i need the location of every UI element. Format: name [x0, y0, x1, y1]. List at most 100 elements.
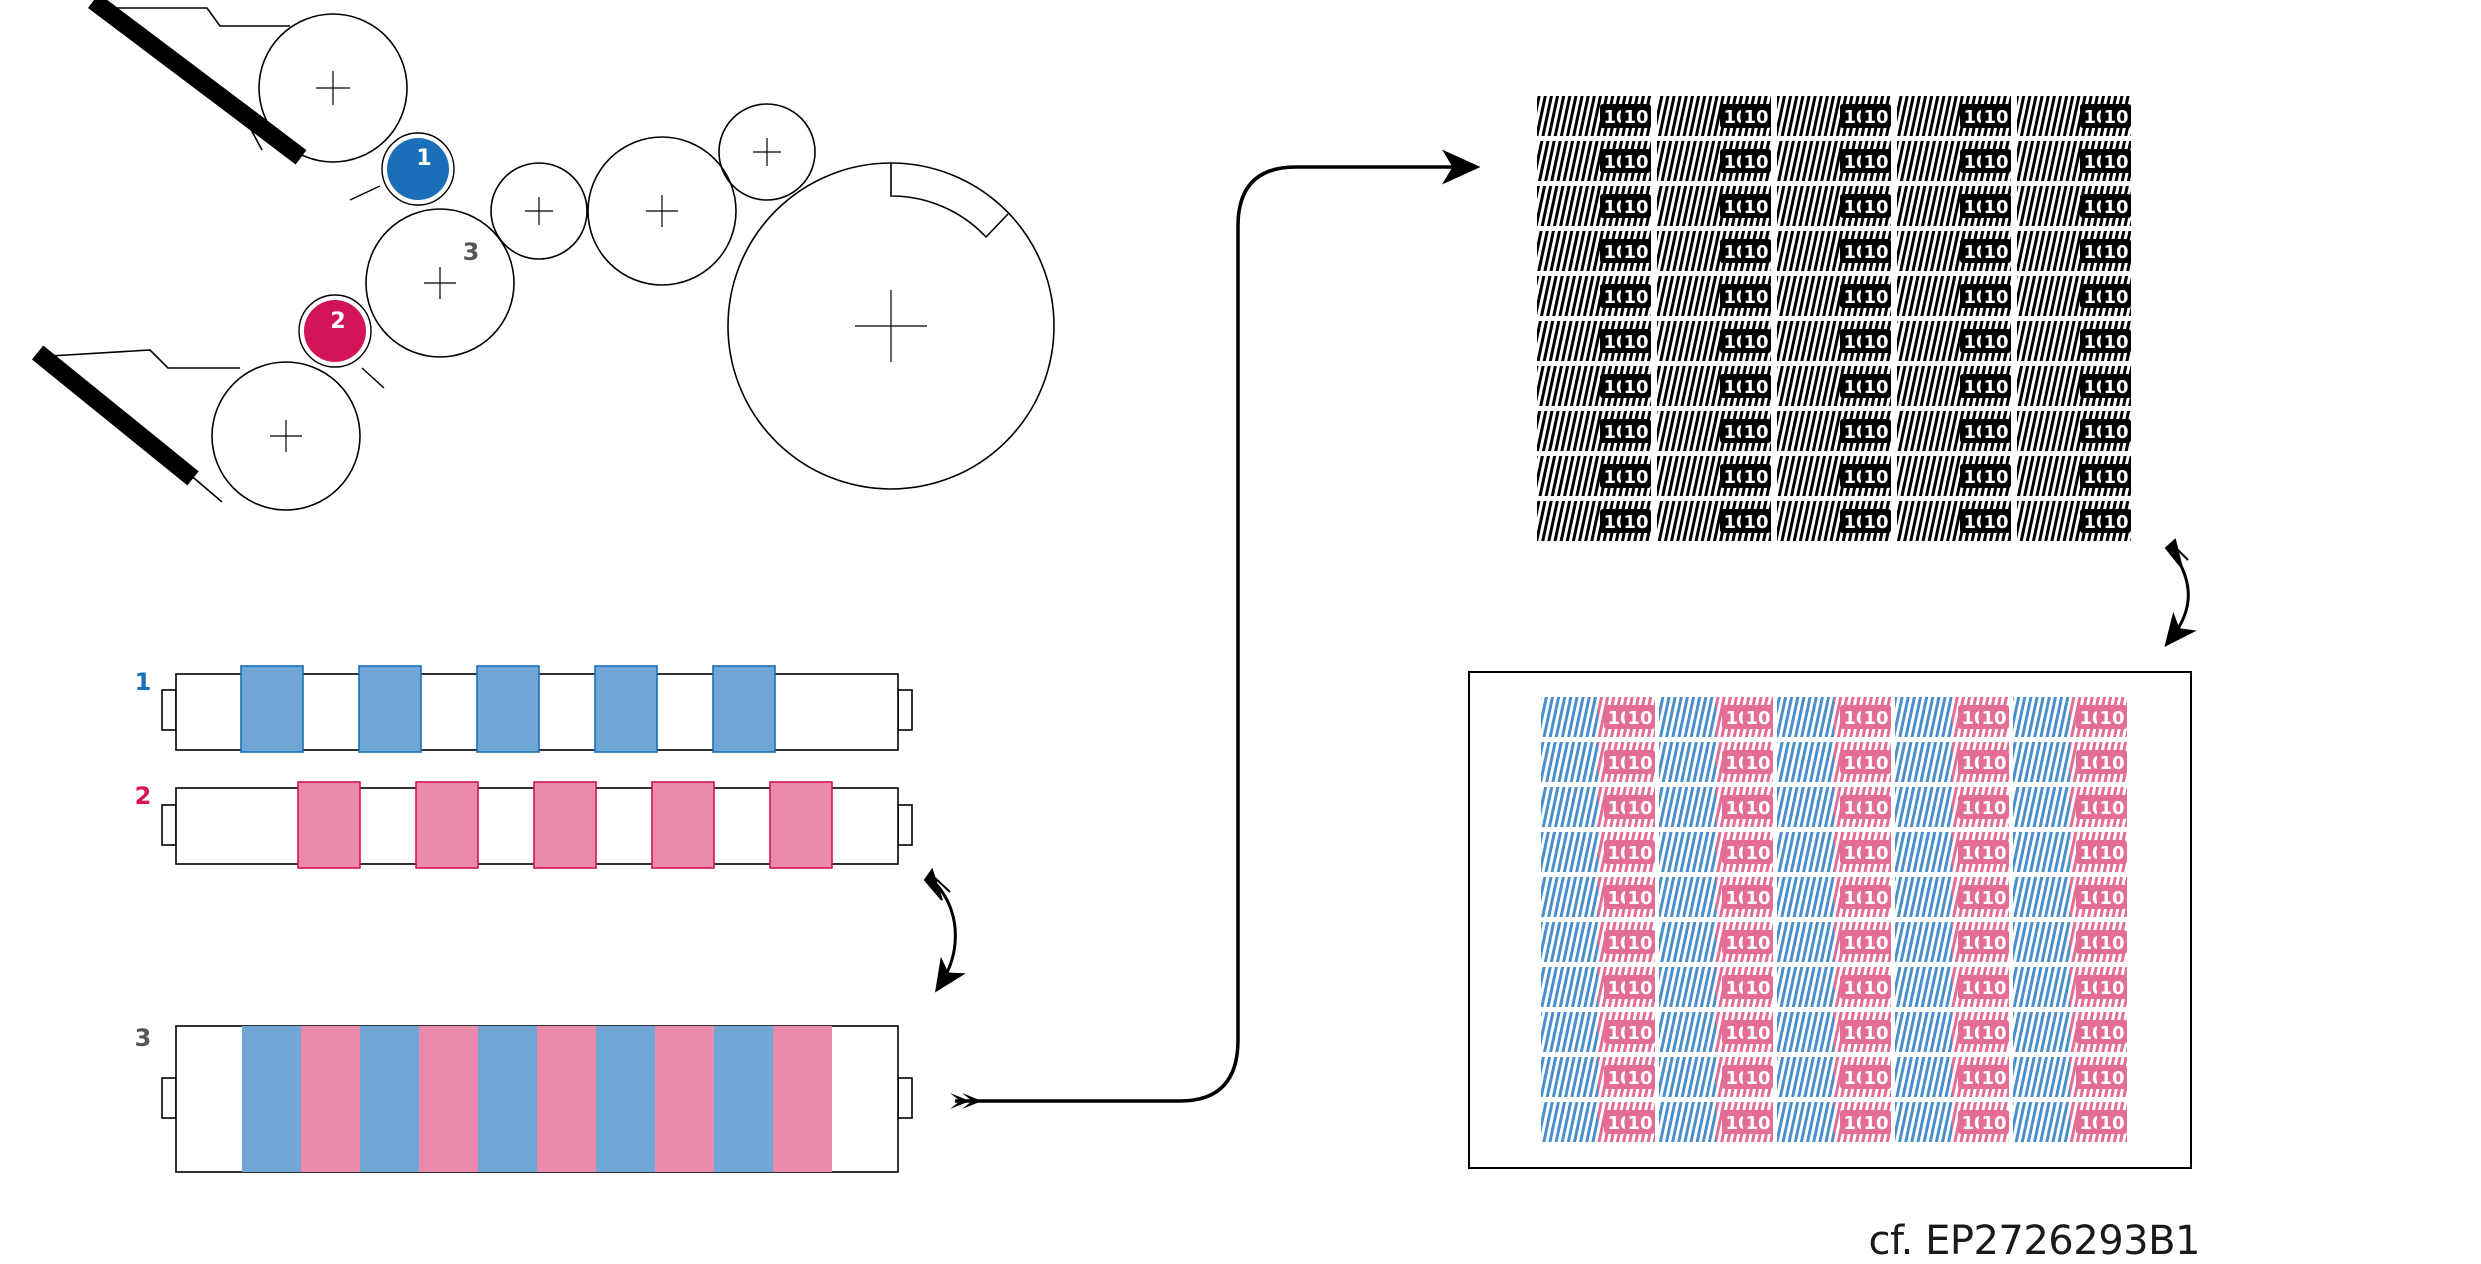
gripper-pocket — [890, 163, 1009, 239]
denomination-label: 10 — [1981, 1113, 2006, 1134]
arrow-icon — [950, 149, 1481, 1109]
denomination-label: 10 — [1863, 107, 1888, 128]
denomination-label: 10 — [2103, 287, 2128, 308]
denomination-label: 10 — [1983, 242, 2008, 263]
denomination-label: 10 — [1745, 1023, 1770, 1044]
denomination-label: 10 — [1627, 1068, 1652, 1089]
transfer-roller-medium — [587, 136, 737, 286]
denomination-label: 10 — [1623, 242, 1648, 263]
denomination-label: 10 — [1743, 287, 1768, 308]
denomination-label: 10 — [1983, 512, 2008, 533]
denomination-label: 10 — [1743, 467, 1768, 488]
pink-ink-band — [537, 1026, 596, 1172]
denomination-label: 10 — [1863, 1113, 1888, 1134]
plus-icon — [753, 138, 781, 166]
denomination-label: 10 — [1983, 467, 2008, 488]
denomination-label: 10 — [1623, 152, 1648, 173]
inking-unit-lower — [31, 345, 361, 511]
denomination-label: 10 — [2103, 197, 2128, 218]
denomination-label: 10 — [1983, 287, 2008, 308]
denomination-label: 10 — [1623, 377, 1648, 398]
cylinder-badge-1: 1 — [381, 132, 455, 206]
roll-2-label: 2 — [135, 782, 152, 810]
denomination-label: 10 — [1981, 798, 2006, 819]
denomination-label: 10 — [1983, 107, 2008, 128]
denomination-label: 10 — [1627, 753, 1652, 774]
denomination-label: 10 — [1627, 798, 1652, 819]
denomination-label: 10 — [1745, 798, 1770, 819]
cylinder-2-label: 2 — [330, 309, 345, 334]
denomination-label: 10 — [1743, 242, 1768, 263]
denomination-label: 10 — [1743, 377, 1768, 398]
pink-ink-segment — [651, 781, 715, 869]
denomination-label: 10 — [1863, 933, 1888, 954]
blue-ink-segment — [476, 665, 540, 753]
denomination-label: 10 — [1981, 933, 2006, 954]
blue-ink-band — [360, 1026, 419, 1172]
denomination-label: 10 — [2103, 422, 2128, 443]
pink-ink-segment — [297, 781, 361, 869]
denomination-label: 10 — [2099, 933, 2124, 954]
pink-ink-band — [655, 1026, 714, 1172]
denomination-label: 10 — [1983, 422, 2008, 443]
plus-icon — [316, 71, 350, 105]
denomination-label: 10 — [1623, 197, 1648, 218]
denomination-label: 10 — [2099, 1113, 2124, 1134]
denomination-label: 10 — [1627, 933, 1652, 954]
denomination-label: 10 — [1863, 512, 1888, 533]
denomination-label: 10 — [1743, 512, 1768, 533]
denomination-label: 10 — [1623, 512, 1648, 533]
transfer-roller-top — [718, 103, 816, 201]
blue-ink-band — [478, 1026, 537, 1172]
roll-3-label: 3 — [135, 1024, 152, 1052]
roll-1: 1 — [135, 665, 913, 753]
roller-lower-left — [211, 361, 361, 511]
plus-icon — [424, 267, 456, 299]
pink-ink-band — [301, 1026, 360, 1172]
transfer-roller-small — [490, 162, 588, 260]
denomination-label: 10 — [1627, 978, 1652, 999]
denomination-label: 10 — [1745, 1113, 1770, 1134]
